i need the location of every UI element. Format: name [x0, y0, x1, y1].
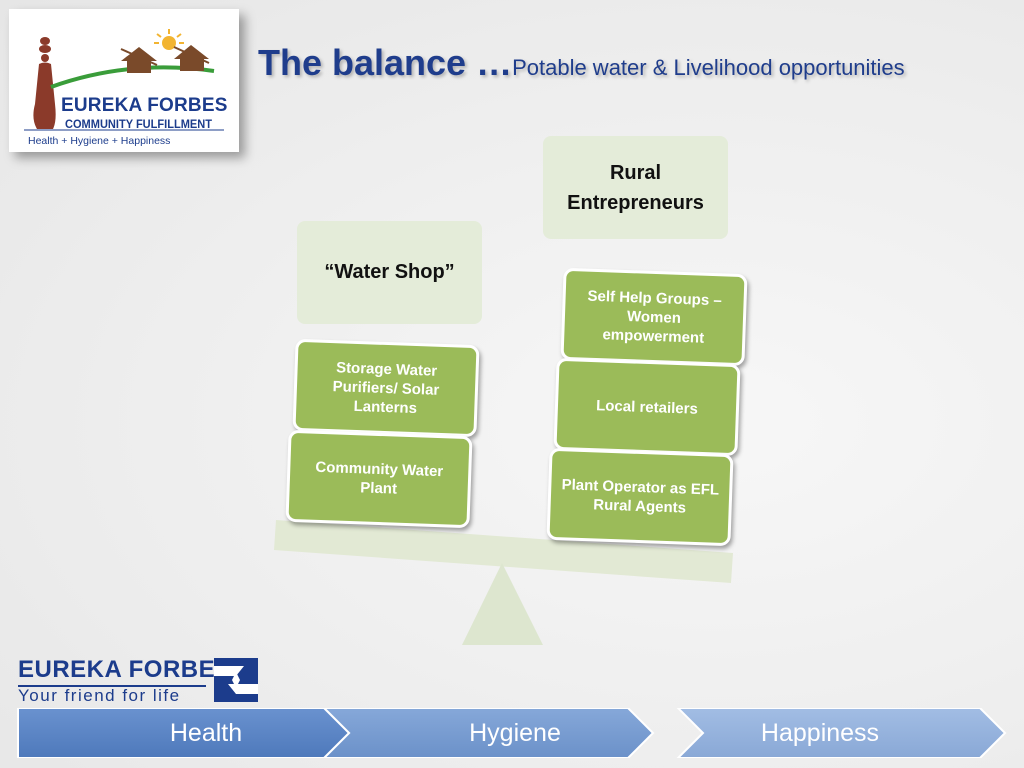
rural-entrepreneurs-label-line1: Rural [609, 161, 662, 184]
footer-tagline-text: Your friend for life [18, 686, 181, 705]
nav-chevron-happiness[interactable] [676, 708, 1007, 758]
water-shop-card: “Water Shop” [297, 221, 482, 324]
rural-entrepreneurs-label-line2: Entrepreneurs [567, 191, 704, 214]
self-help-groups-label: Self Help Groups – Women empowerment [587, 287, 723, 347]
eureka-forbes-emblem-icon [214, 658, 258, 702]
community-fulfillment-logo: EUREKA FORBES COMMUNITY FULFILLMENT Heal… [9, 9, 239, 152]
nav-health[interactable]: Health [169, 719, 243, 747]
eureka-forbes-footer-logo: EUREKA FORBES Your friend for life [18, 656, 258, 706]
community-water-plant-label: Community Water Plant [315, 458, 444, 498]
sun-icon [154, 29, 184, 50]
logo-brand-text: EUREKA FORBES [61, 95, 228, 116]
local-retailers-label: Local retailers [595, 396, 699, 418]
plant-operator-box: Plant Operator as EFL Rural Agents [546, 447, 734, 547]
nav-chevrons [17, 708, 1007, 758]
nav-happiness[interactable]: Happiness [760, 719, 880, 747]
footer-nav: Health Hygiene Happiness [0, 708, 1024, 758]
hut-icon [120, 45, 210, 73]
water-shop-label: “Water Shop” [324, 261, 455, 283]
slide-title-main: The balance … [258, 42, 513, 83]
storage-water-purifiers-box: Storage Water Purifiers/ Solar Lanterns [292, 338, 480, 438]
local-retailers-box: Local retailers [553, 357, 741, 457]
logo-motto-text: Health + Hygiene + Happiness [28, 135, 171, 147]
rural-entrepreneurs-card: Rural Entrepreneurs [543, 136, 728, 239]
community-water-plant-box: Community Water Plant [285, 429, 473, 529]
slide-title: The balance …Potable water & Livelihood … [258, 42, 905, 84]
logo-subtitle-text: COMMUNITY FULFILLMENT [65, 117, 212, 131]
plant-operator-label: Plant Operator as EFL Rural Agents [561, 476, 720, 517]
nav-chevron-health[interactable] [17, 708, 351, 758]
nav-hygiene[interactable]: Hygiene [469, 719, 561, 747]
scale-beam [274, 520, 733, 583]
slide-title-sub: Potable water & Livelihood opportunities [512, 55, 905, 80]
logo-graphic [24, 29, 224, 131]
self-help-groups-box: Self Help Groups – Women empowerment [560, 267, 748, 367]
person-icon [33, 37, 56, 129]
storage-water-purifiers-label: Storage Water Purifiers/ Solar Lanterns [332, 358, 440, 417]
footer-brand-text: EUREKA FORBES [18, 656, 232, 683]
scale-fulcrum [462, 563, 543, 645]
footer-logo-divider [18, 685, 206, 687]
